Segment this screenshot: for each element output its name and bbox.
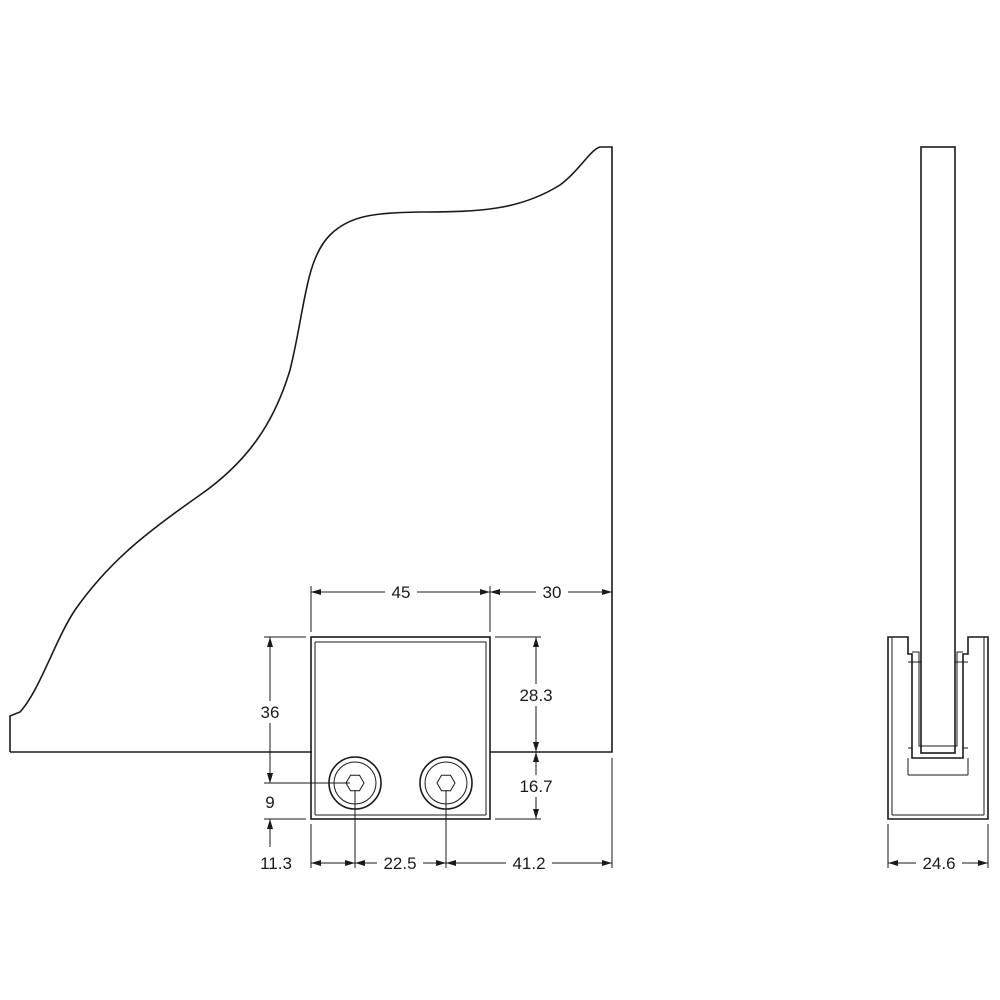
extension-lines bbox=[264, 586, 613, 868]
clamp-body bbox=[310, 636, 491, 820]
clamp-gasket bbox=[912, 651, 963, 747]
dim-label-upper-height: 28.3 bbox=[519, 686, 552, 705]
clamp-profile bbox=[887, 636, 989, 820]
front-view: 45 30 36 9 28.3 16.7 11.3 22.5 41.2 bbox=[9, 146, 613, 874]
dim-label-side-width: 24.6 bbox=[922, 854, 955, 873]
dim-label-edge-offset: 30 bbox=[543, 583, 562, 602]
glass-panel-side bbox=[920, 146, 956, 754]
dim-label-hole-spacing: 22.5 bbox=[383, 854, 416, 873]
dim-label-clamp-width: 45 bbox=[392, 583, 411, 602]
dim-label-hole-left: 11.3 bbox=[260, 854, 292, 873]
side-view: 24.6 bbox=[887, 146, 989, 874]
dim-label-clamp-height: 36 bbox=[261, 703, 280, 722]
dim-label-hole-right: 41.2 bbox=[512, 854, 545, 873]
dim-label-lower-height: 16.7 bbox=[519, 777, 552, 796]
glass-panel bbox=[9, 146, 613, 753]
dim-label-hole-height: 9 bbox=[265, 793, 274, 812]
